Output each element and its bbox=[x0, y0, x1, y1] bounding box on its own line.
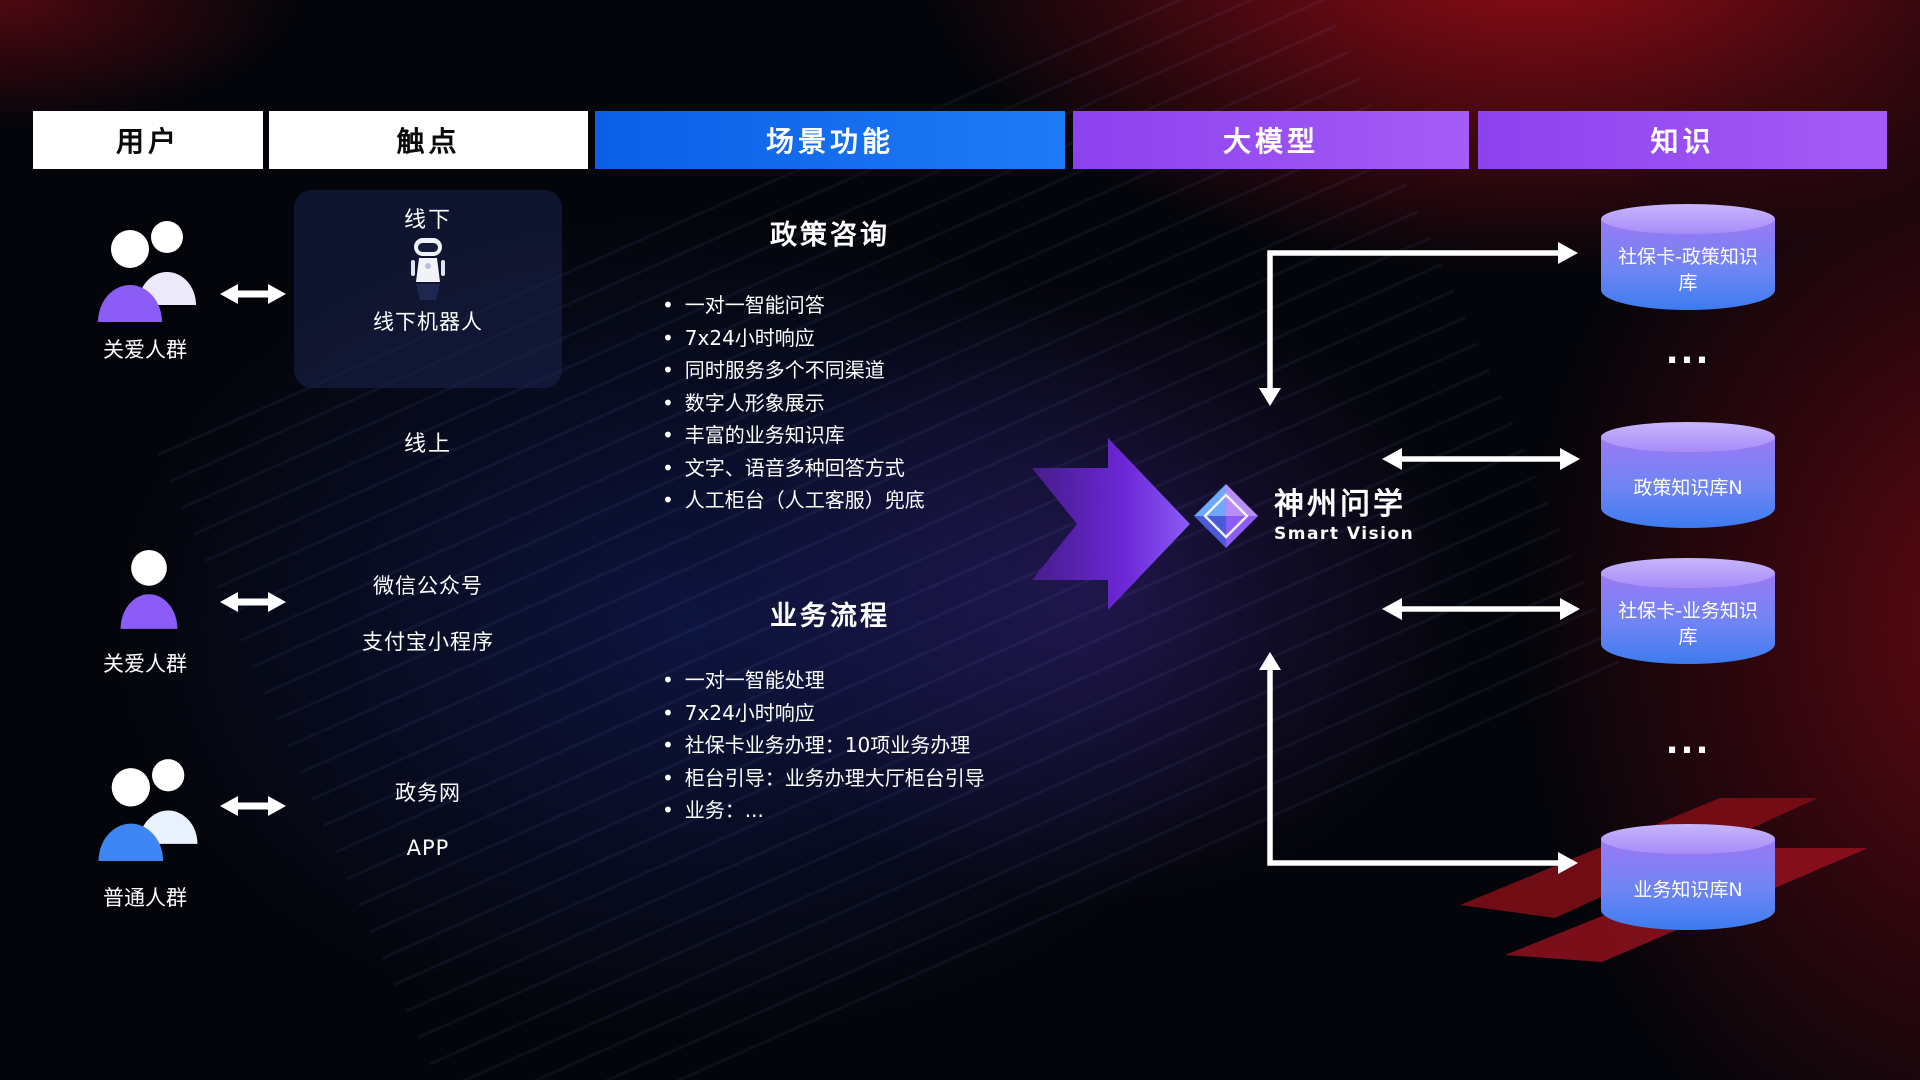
database-icon: 社保卡-业务知识库 bbox=[1601, 558, 1775, 664]
smart-vision-logo-icon bbox=[1194, 484, 1258, 548]
user-group-label: 普通人群 bbox=[103, 886, 187, 910]
single-person-purple-icon bbox=[120, 550, 178, 629]
wechat-channel-label: 微信公众号 bbox=[373, 574, 483, 598]
user-group-label: 关爱人群 bbox=[103, 338, 187, 362]
offline-label: 线下 bbox=[403, 208, 452, 233]
list-item: 7x24小时响应 bbox=[662, 322, 1092, 355]
offline-robot-label: 线下机器人 bbox=[373, 310, 483, 334]
scene-title-policy: 政策咨询 bbox=[770, 220, 890, 251]
scene-title-business: 业务流程 bbox=[770, 601, 890, 632]
list-item: 业务：... bbox=[662, 794, 1092, 827]
header-users: 用户 bbox=[33, 111, 263, 169]
list-item: 7x24小时响应 bbox=[662, 697, 1092, 730]
offline-robot-card: 线下 线下机器人 bbox=[294, 190, 562, 388]
header-large-model: 大模型 bbox=[1073, 111, 1469, 169]
model-logo-text: 神州问学 Smart Vision bbox=[1274, 488, 1414, 544]
knowledge-db-label: 社保卡-业务知识库 bbox=[1618, 600, 1758, 648]
list-item: 一对一智能问答 bbox=[662, 289, 1092, 322]
group-people-purple-icon bbox=[98, 221, 196, 322]
list-item: 一对一智能处理 bbox=[662, 664, 1092, 697]
gov-web-channel-label: 政务网 bbox=[395, 781, 461, 805]
header-scene-functions: 场景功能 bbox=[595, 111, 1065, 169]
list-item: 丰富的业务知识库 bbox=[662, 419, 1092, 452]
header-knowledge: 知识 bbox=[1478, 111, 1887, 169]
list-item: 社保卡业务办理：10项业务办理 bbox=[662, 729, 1092, 762]
policy-feature-list: 一对一智能问答 7x24小时响应 同时服务多个不同渠道 数字人形象展示 丰富的业… bbox=[662, 289, 1092, 517]
robot-icon bbox=[411, 238, 445, 300]
app-channel-label: APP bbox=[406, 836, 450, 860]
list-item: 数字人形象展示 bbox=[662, 387, 1092, 420]
list-item: 同时服务多个不同渠道 bbox=[662, 354, 1092, 387]
list-item: 文字、语音多种回答方式 bbox=[662, 452, 1092, 485]
knowledge-db-label: 业务知识库N bbox=[1633, 879, 1743, 902]
list-item: 柜台引导：业务办理大厅柜台引导 bbox=[662, 762, 1092, 795]
model-subtitle: Smart Vision bbox=[1274, 524, 1415, 544]
alipay-channel-label: 支付宝小程序 bbox=[362, 630, 494, 654]
model-name: 神州问学 bbox=[1274, 487, 1406, 522]
business-feature-list: 一对一智能处理 7x24小时响应 社保卡业务办理：10项业务办理 柜台引导：业务… bbox=[662, 664, 1092, 827]
list-item: 人工柜台（人工客服）兜底 bbox=[662, 484, 1092, 517]
knowledge-db-label: 社保卡-政策知识库 bbox=[1618, 246, 1758, 294]
group-people-blue-icon bbox=[98, 759, 198, 861]
model-section: 神州问学 Smart Vision bbox=[1192, 482, 1414, 550]
user-group-label: 关爱人群 bbox=[103, 652, 187, 676]
flow-arrow-right-icon bbox=[1032, 438, 1190, 610]
database-icon: 社保卡-政策知识库 bbox=[1601, 204, 1775, 310]
database-icon: 业务知识库N bbox=[1601, 824, 1775, 930]
knowledge-db-label: 政策知识库N bbox=[1633, 477, 1743, 500]
header-touchpoints: 触点 bbox=[269, 111, 588, 169]
ellipsis-more: ... bbox=[1665, 332, 1711, 372]
ellipsis-more: ... bbox=[1665, 722, 1711, 762]
database-icon: 政策知识库N bbox=[1601, 422, 1775, 528]
online-label: 线上 bbox=[403, 432, 452, 457]
